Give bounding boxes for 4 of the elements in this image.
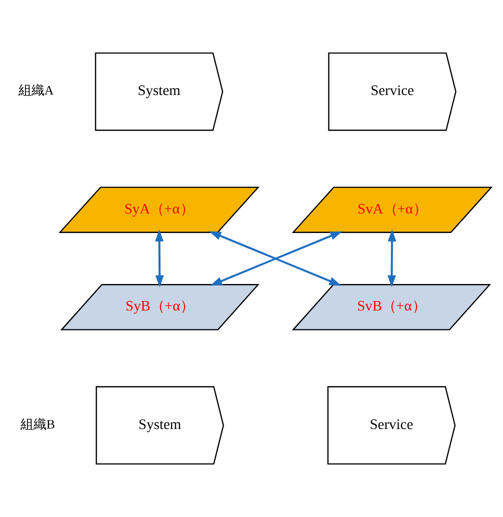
label: 組織B	[20, 417, 55, 432]
arrow	[388, 229, 396, 288]
label: 組織A	[18, 84, 54, 98]
arrow	[155, 229, 164, 288]
